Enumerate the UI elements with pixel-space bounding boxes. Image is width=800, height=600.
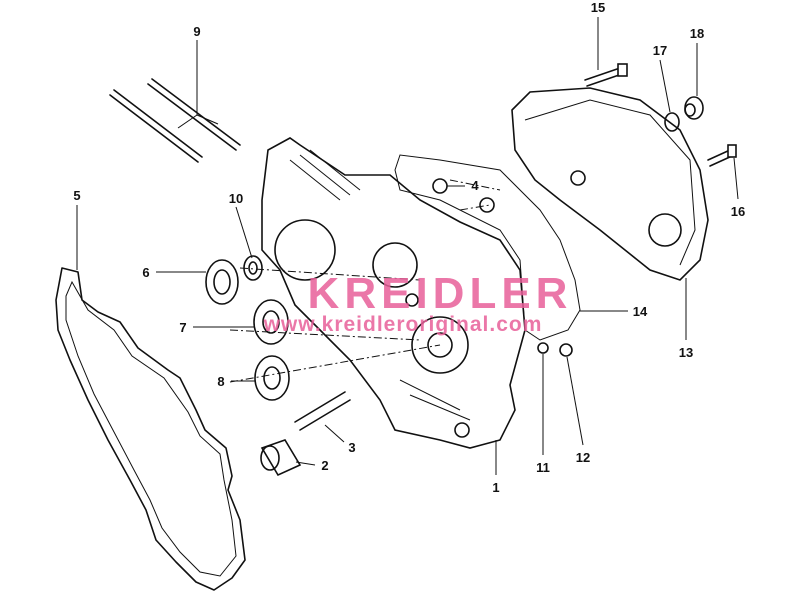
seal-part-10 [243, 255, 263, 281]
bearing-part-6 [205, 259, 239, 305]
label-5: 5 [73, 188, 80, 203]
label-6: 6 [142, 265, 149, 280]
washer-part-17 [664, 112, 680, 132]
bearing-part-8 [254, 355, 290, 401]
gasket-part-5 [55, 267, 246, 591]
label-10: 10 [229, 191, 243, 206]
label-15: 15 [591, 0, 605, 15]
bushing-part-2 [260, 439, 302, 477]
side-cover-part-13 [511, 87, 709, 281]
nuts-part-4 [432, 178, 495, 213]
label-14: 14 [633, 304, 648, 319]
stud-bolts-part-9 [109, 78, 241, 163]
label-11: 11 [536, 460, 550, 475]
label-2: 2 [321, 458, 328, 473]
gasket-part-14 [394, 154, 581, 341]
screw-part-16 [707, 144, 737, 167]
leader-lines [76, 17, 739, 475]
watermark-brand: KREIDLER [308, 269, 573, 318]
label-13: 13 [679, 345, 693, 360]
label-7: 7 [179, 320, 186, 335]
label-12: 12 [576, 450, 590, 465]
label-8: 8 [217, 374, 224, 389]
watermark: KREIDLER www.kreidleroriginal.com [263, 269, 573, 336]
label-1: 1 [492, 480, 499, 495]
label-3: 3 [348, 440, 355, 455]
crankcase-part-1 [261, 137, 526, 449]
part-labels: 9 5 10 6 7 8 3 2 1 4 11 12 14 13 15 17 1… [73, 0, 745, 495]
dowels-part-11-12 [537, 342, 573, 357]
watermark-url: www.kreidleroriginal.com [263, 313, 543, 336]
label-16: 16 [731, 204, 745, 219]
pin-part-3 [294, 391, 351, 431]
label-9: 9 [193, 24, 200, 39]
label-18: 18 [690, 26, 704, 41]
plug-part-18 [684, 96, 704, 120]
screw-part-15 [584, 63, 628, 87]
label-4: 4 [471, 178, 479, 193]
label-17: 17 [653, 43, 667, 58]
